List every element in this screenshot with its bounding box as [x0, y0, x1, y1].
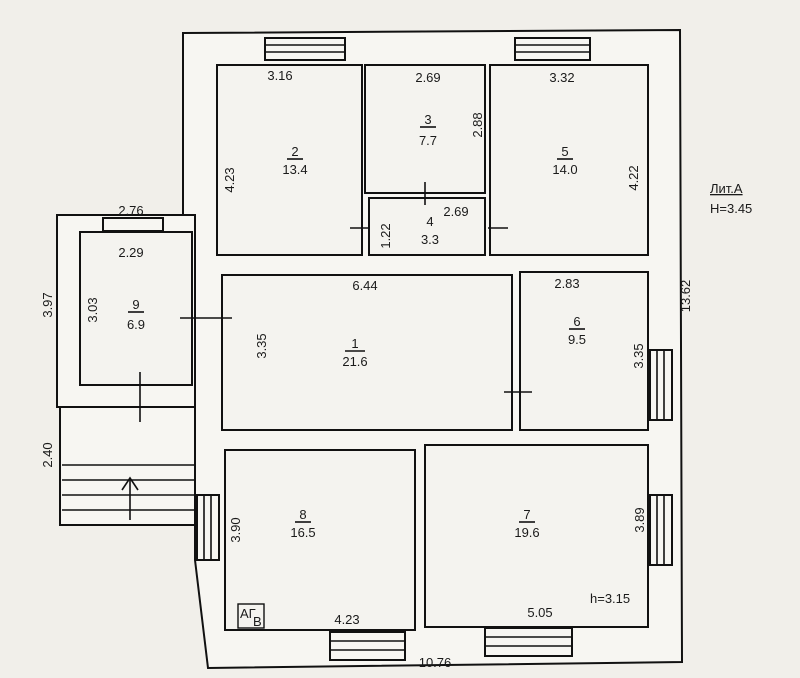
dim-r1-width: 6.44	[352, 278, 377, 293]
svg-text:7.7: 7.7	[419, 133, 437, 148]
room-1-label: 121.6	[342, 336, 367, 369]
dim-r7-height: 3.89	[632, 507, 647, 532]
svg-text:6.9: 6.9	[127, 317, 145, 332]
dim-r6-height: 3.35	[631, 343, 646, 368]
room-9-label: 96.9	[127, 297, 145, 332]
gas-boiler-stamp: АГВ	[237, 603, 265, 629]
windows	[102, 37, 673, 661]
dim-r7-width: 5.05	[527, 605, 552, 620]
svg-text:14.0: 14.0	[552, 162, 577, 177]
room-7-label: 719.6	[514, 507, 539, 540]
svg-text:21.6: 21.6	[342, 354, 367, 369]
dim-annex-outer-height: 3.97	[40, 292, 55, 317]
room-6-label: 69.5	[568, 314, 586, 347]
svg-text:3: 3	[424, 112, 431, 127]
building-height: H=3.45	[710, 201, 752, 216]
dim-r4-width: 2.69	[443, 204, 468, 219]
room-7-floor	[424, 444, 649, 628]
dim-r3-height: 2.88	[470, 112, 485, 137]
porch-steps	[62, 464, 195, 520]
dim-r9-height: 3.03	[85, 297, 100, 322]
room-8-floor	[224, 449, 416, 631]
svg-text:6: 6	[573, 314, 580, 329]
dim-r3-width: 2.69	[415, 70, 440, 85]
svg-text:В: В	[253, 614, 262, 629]
room-9-floor	[79, 231, 193, 386]
room-4-floor	[368, 197, 486, 256]
dim-r6-width: 2.83	[554, 276, 579, 291]
svg-text:3.3: 3.3	[421, 232, 439, 247]
svg-text:9: 9	[132, 297, 139, 312]
svg-text:4: 4	[426, 214, 433, 229]
room-5-label: 514.0	[552, 144, 577, 177]
dim-r8-height: 3.90	[228, 517, 243, 542]
room-2-floor	[216, 64, 363, 256]
dim-r4-height: 1.22	[378, 223, 393, 248]
svg-text:АГ: АГ	[240, 606, 256, 621]
dim-r9-width: 2.29	[118, 245, 143, 260]
doors	[139, 182, 532, 422]
svg-text:13.4: 13.4	[282, 162, 307, 177]
porch	[59, 406, 196, 526]
room-4-label: 43.3	[421, 214, 439, 247]
svg-text:7: 7	[523, 507, 530, 522]
ceiling-height: h=3.15	[590, 591, 630, 606]
dim-r2-height: 4.23	[222, 167, 237, 192]
room-6-floor	[519, 271, 649, 431]
dim-total-height: 13.62	[678, 280, 693, 313]
dim-annex-outer-width: 2.76	[118, 203, 143, 218]
svg-text:2: 2	[291, 144, 298, 159]
room-1-floor	[221, 274, 513, 431]
room-5-floor	[489, 64, 649, 256]
svg-text:1: 1	[351, 336, 358, 351]
svg-text:19.6: 19.6	[514, 525, 539, 540]
svg-text:9.5: 9.5	[568, 332, 586, 347]
room-3-label: 37.7	[419, 112, 437, 148]
building-letter: Лит.А	[710, 181, 743, 196]
dim-r5-width: 3.32	[549, 70, 574, 85]
svg-text:8: 8	[299, 507, 306, 522]
svg-text:16.5: 16.5	[290, 525, 315, 540]
dim-r2-width: 3.16	[267, 68, 292, 83]
dim-r5-height: 4.22	[626, 165, 641, 190]
room-8-label: 816.5	[290, 507, 315, 540]
dim-porch-height: 2.40	[40, 442, 55, 467]
dim-r8-width: 4.23	[334, 612, 359, 627]
dim-total-width: 10.76	[419, 655, 452, 670]
svg-text:5: 5	[561, 144, 568, 159]
room-2-label: 213.4	[282, 144, 307, 177]
dim-r1-height: 3.35	[254, 333, 269, 358]
